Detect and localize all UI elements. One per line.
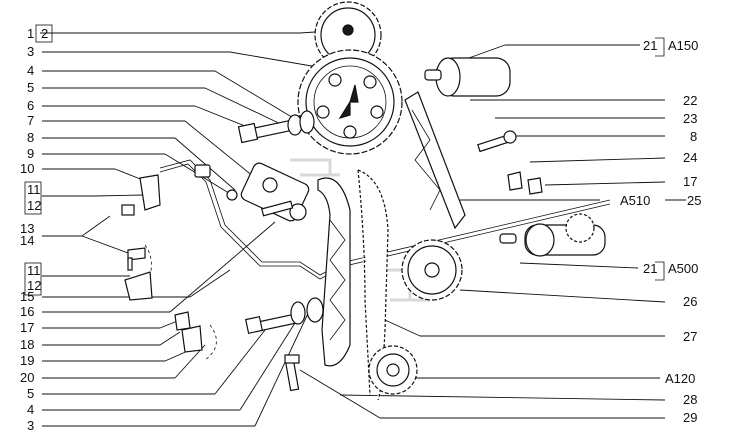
bolt-washer-4-3	[237, 110, 315, 144]
callout-15: 15	[20, 289, 34, 304]
callout-8r: 8	[690, 129, 697, 144]
callout-a500: A500	[668, 261, 698, 276]
callout-22: 22	[683, 93, 697, 108]
bolt-29	[284, 354, 300, 392]
idler-sprocket	[401, 239, 463, 301]
callout-a510: A510	[620, 193, 650, 208]
callout-26: 26	[683, 294, 697, 309]
bolt-washer-lower	[244, 297, 324, 335]
callout-21-a500: 21	[643, 261, 657, 276]
callout-24: 24	[683, 150, 697, 165]
callout-21-a150: 21	[643, 38, 657, 53]
callout-14: 14	[20, 233, 34, 248]
callout-17: 17	[20, 320, 34, 335]
callout-23: 23	[683, 111, 697, 126]
timing-chain	[357, 169, 389, 401]
bolt-23	[477, 130, 517, 153]
callout-13: 13	[20, 221, 34, 236]
oil-pump-a500	[499, 213, 606, 257]
callout-brackets	[24, 24, 665, 296]
callout-11b: 11	[27, 263, 41, 278]
callout-27: 27	[683, 329, 697, 344]
callout-a150: A150	[668, 38, 698, 53]
callout-20: 20	[20, 370, 34, 385]
oil-pipe-brackets	[121, 164, 211, 301]
callout-19: 19	[20, 353, 34, 368]
callout-3: 3	[27, 44, 34, 59]
callout-4b: 4	[27, 402, 34, 417]
callout-10: 10	[20, 161, 34, 176]
chain-tensioner	[226, 162, 310, 222]
callout-11: 11	[27, 182, 41, 197]
callout-1: 1	[27, 26, 34, 41]
callout-28: 28	[683, 392, 697, 407]
lower-left-brackets	[174, 311, 203, 353]
callout-2: 2	[41, 26, 48, 41]
callout-7: 7	[27, 113, 34, 128]
callout-3b: 3	[27, 418, 34, 433]
callout-4: 4	[27, 63, 34, 78]
crankshaft-sprocket	[368, 345, 418, 395]
chain-guide-right	[404, 91, 466, 230]
callout-6: 6	[27, 98, 34, 113]
camshaft-sprocket-main	[297, 49, 403, 155]
callout-12: 12	[27, 198, 41, 213]
fitting-24-17	[507, 171, 543, 195]
callout-12b: 12	[27, 278, 41, 293]
callout-16: 16	[20, 304, 34, 319]
callout-8: 8	[27, 130, 34, 145]
callout-17r: 17	[683, 174, 697, 189]
callout-9: 9	[27, 146, 34, 161]
chain-guide-left	[317, 177, 351, 367]
right-callout-labels: 21 A150 22 23 8 24 17 A510 25 21 A500 26…	[620, 38, 701, 425]
callout-18: 18	[20, 337, 34, 352]
callout-5b: 5	[27, 386, 34, 401]
callout-5: 5	[27, 80, 34, 95]
left-callout-labels: 1 2 3 4 5 6 7 8 9 10 11 12 13 14 11 12 1…	[20, 26, 48, 433]
hydraulic-tensioner-a150	[424, 57, 511, 97]
callout-a120: A120	[665, 371, 695, 386]
callout-29: 29	[683, 410, 697, 425]
callout-25: 25	[687, 193, 701, 208]
